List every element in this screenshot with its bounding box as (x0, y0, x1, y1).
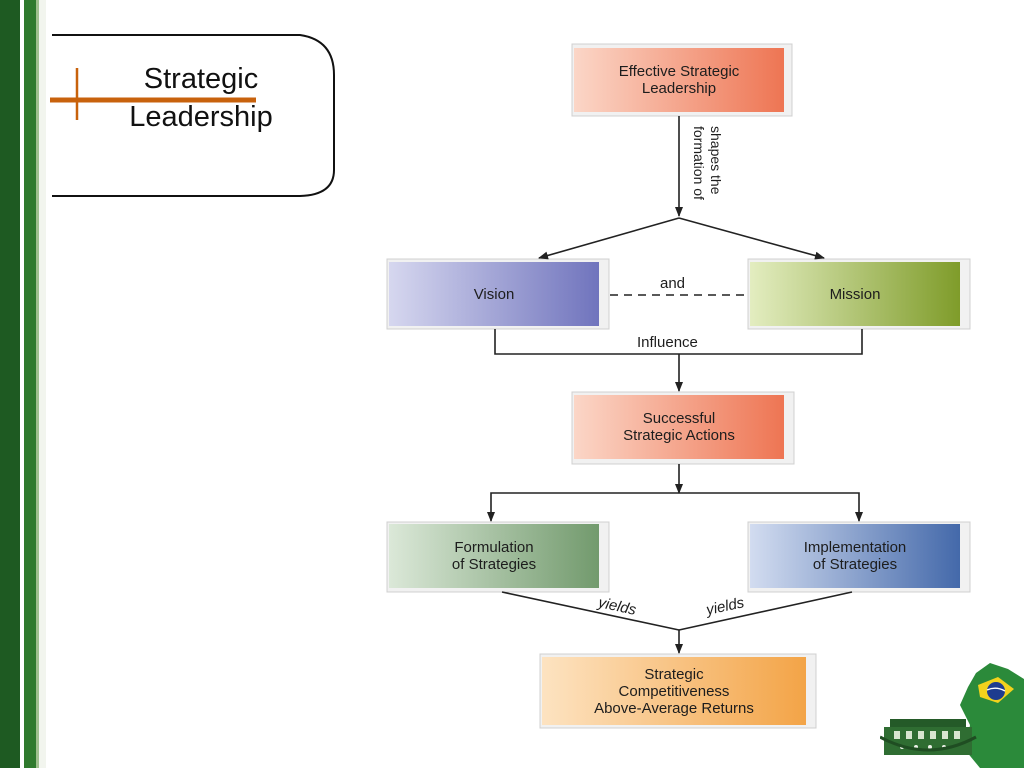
node-effective-leadership: Effective Strategic Leadership (618, 63, 740, 97)
edge-branch-right (679, 492, 863, 522)
node-successful-actions-box (571, 391, 795, 465)
slide-title: Strategic Leadership (129, 63, 273, 133)
node-implementation: Implementation of Strategies (803, 539, 907, 573)
edge-formulation-yields (501, 591, 680, 631)
edge-to-mission (678, 217, 825, 260)
brazil-map-logo-icon (880, 663, 1024, 768)
node-vision: Vision (473, 285, 515, 303)
node-mission-box (747, 258, 971, 330)
title-panel-frame (50, 34, 335, 197)
edge-label-influence: Influence (637, 334, 698, 351)
edge-label-and: and (660, 275, 686, 292)
left-green-stripe (0, 0, 46, 768)
edge-label-shapes: shapes the formation of (691, 126, 724, 200)
flowchart-diagram (386, 43, 971, 729)
node-competitiveness-box (539, 653, 817, 729)
node-formulation: Formulation of Strategies (451, 539, 537, 573)
node-implementation-box (747, 521, 971, 593)
node-mission: Mission (829, 285, 881, 303)
edge-to-vision (538, 217, 680, 260)
node-vision-box (386, 258, 610, 330)
node-successful-actions: Successful Strategic Actions (623, 410, 735, 444)
node-formulation-box (386, 521, 610, 593)
edge-implementation-yields (678, 591, 853, 631)
node-competitiveness: Strategic Competitiveness Above-Average … (594, 665, 754, 717)
edge-branch-left (487, 492, 679, 522)
node-effective-leadership-box (571, 43, 793, 117)
